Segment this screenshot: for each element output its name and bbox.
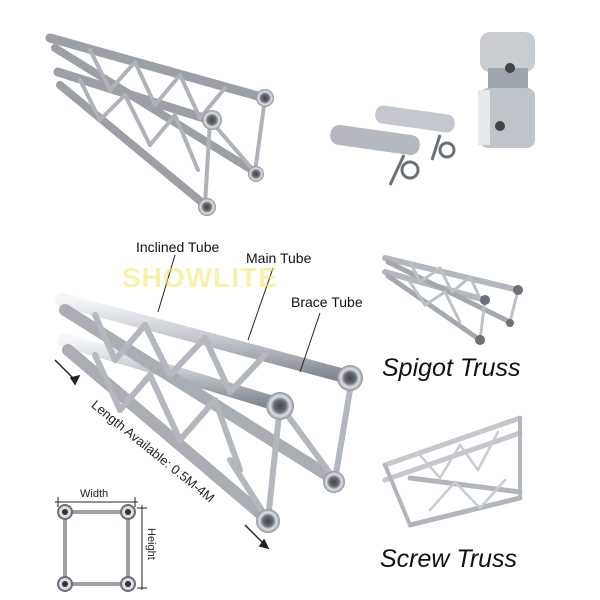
watermark: SHOWLITE bbox=[122, 262, 278, 293]
width-label: Width bbox=[80, 488, 109, 500]
inclined-tube-label: Inclined Tube bbox=[136, 239, 220, 255]
main-tube-label: Main Tube bbox=[246, 250, 312, 266]
brace-tube-label: Brace Tube bbox=[291, 294, 363, 310]
spigot-truss-label: Spigot Truss bbox=[382, 354, 521, 382]
screw-truss-label: Screw Truss bbox=[380, 545, 518, 573]
height-label: Height bbox=[145, 528, 157, 560]
